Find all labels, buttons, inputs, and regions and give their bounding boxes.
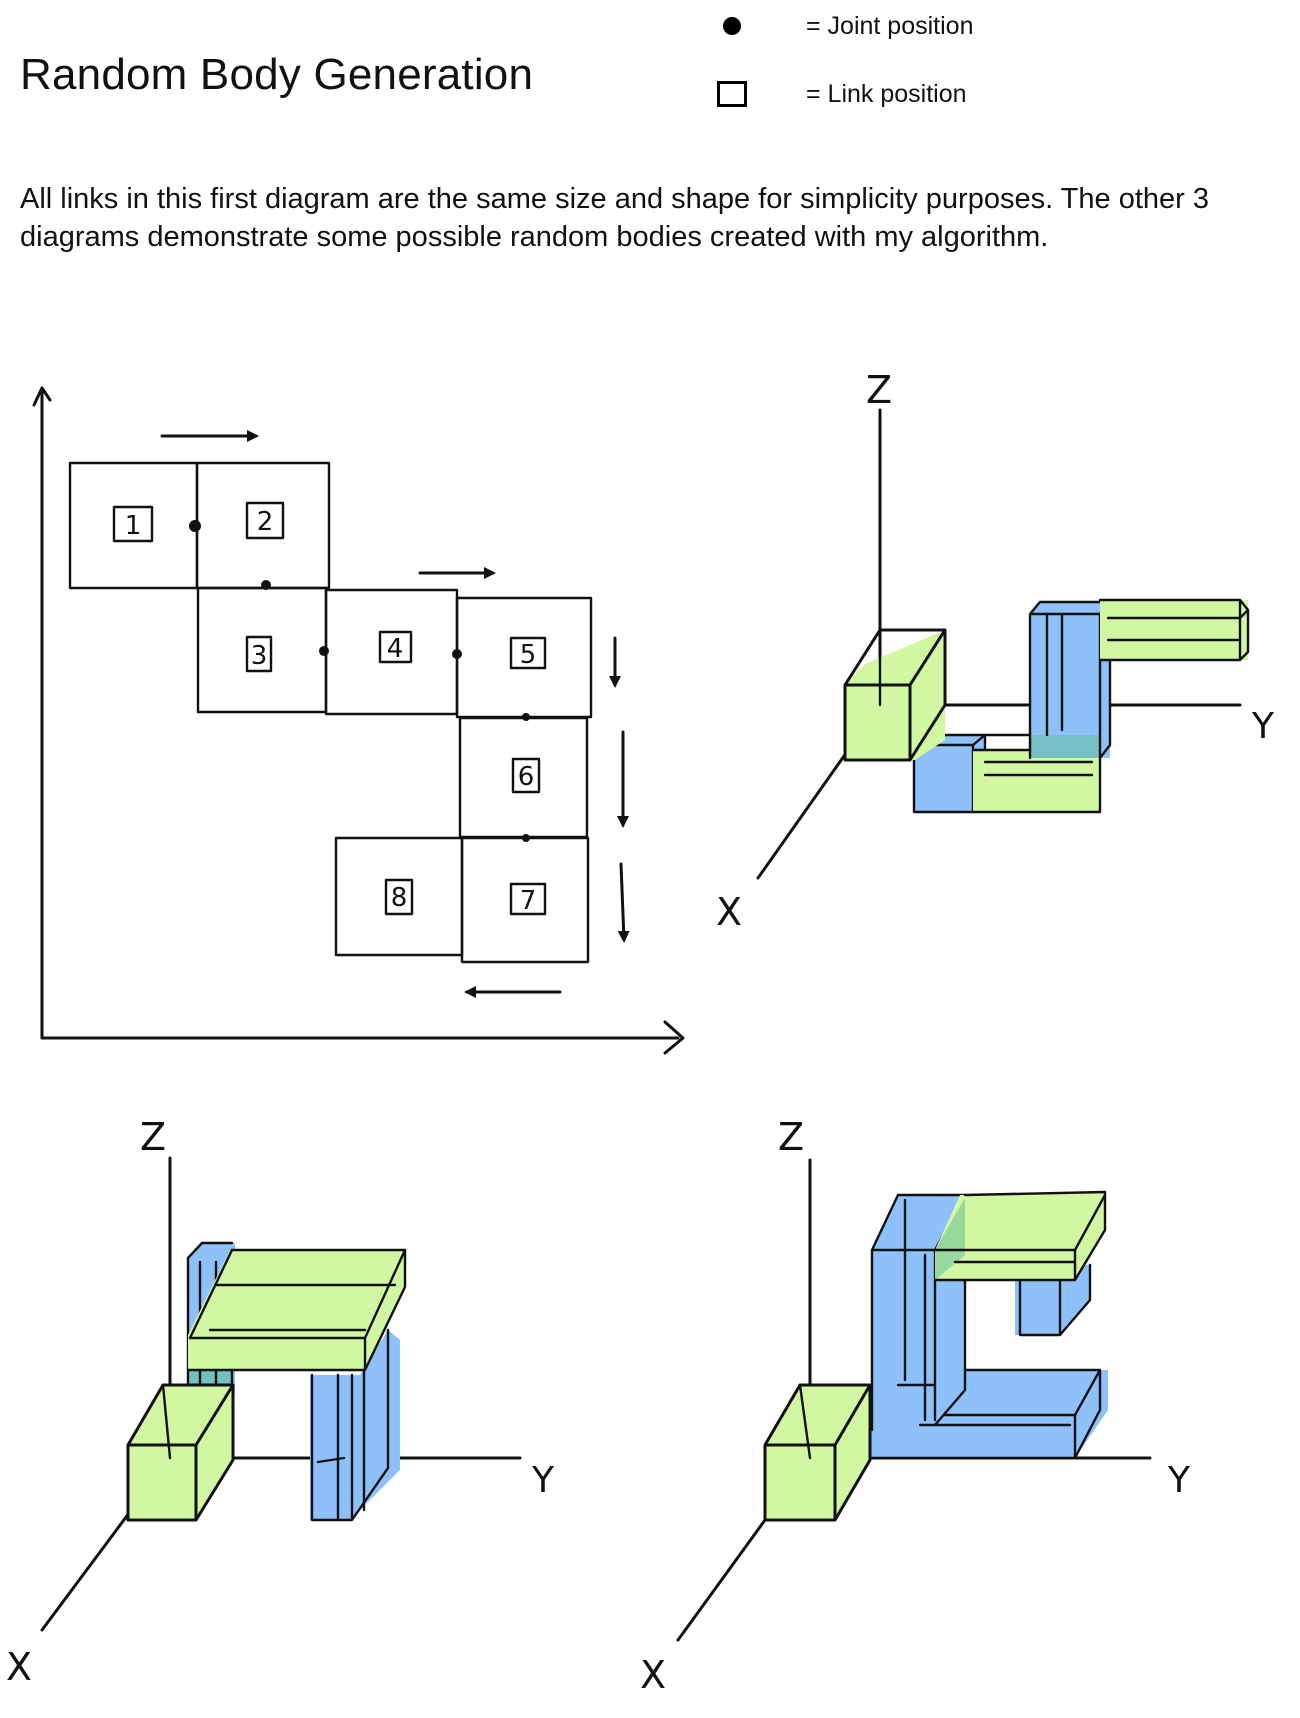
description: All links in this first diagram are the …	[20, 183, 1209, 253]
joint-5-6	[522, 713, 530, 721]
legend-link-label: = Link position	[806, 79, 967, 108]
cell-label-3: 3	[251, 641, 268, 671]
cell-label-2: 2	[257, 507, 274, 537]
block-b-green-slab	[186, 1248, 407, 1372]
x-axis-label-b: X	[6, 1645, 32, 1689]
z-axis-label-c: Z	[778, 1115, 804, 1159]
arrow-down-3	[617, 862, 630, 943]
cell-label-5: 5	[520, 640, 537, 670]
y-axis-label-a: Y	[1251, 706, 1275, 747]
direction-arrows	[160, 430, 630, 998]
cell-label-1: 1	[125, 511, 142, 541]
z-axis-label-a: Z	[866, 368, 892, 412]
block-c-blue-drop	[1015, 1263, 1092, 1337]
page-title: Random Body Generation	[20, 50, 534, 99]
joint-2-3	[261, 580, 271, 590]
cell-label-6: 6	[518, 762, 535, 792]
block-b-blue-pillar	[310, 1328, 400, 1522]
y-axis-label-c: Y	[1167, 1460, 1191, 1501]
block-c-green-arm	[933, 1190, 1107, 1282]
x-axis-2d-arrowhead	[663, 1020, 685, 1055]
legend-joint: = Joint position	[712, 6, 973, 46]
joint-dot-icon	[723, 17, 741, 35]
x-axis-label-c: X	[640, 1653, 666, 1697]
block-c-green-cube	[763, 1383, 872, 1522]
cell-label-7: 7	[520, 886, 537, 916]
grid-cells	[68, 461, 593, 964]
joint-1-2	[189, 520, 201, 532]
cell-label-4: 4	[387, 634, 404, 664]
diagram-3d-a: Z Y X	[716, 368, 1275, 934]
z-axis-label-b: Z	[140, 1115, 166, 1159]
diagram-3d-c: Z Y X	[640, 1115, 1191, 1697]
joint-6-7	[522, 834, 530, 842]
legend-joint-label: = Joint position	[806, 11, 974, 40]
x-axis-label-a: X	[716, 890, 742, 934]
legend-link: = Link position	[712, 74, 967, 114]
cell-label-8: 8	[391, 883, 408, 913]
cell-labels: 1 2 3 4 5 6 7 8	[112, 501, 547, 916]
link-square-icon	[717, 81, 747, 107]
diagram-3d-b: Z Y X	[6, 1115, 555, 1689]
cell-8	[334, 836, 464, 957]
block-a-green-cube	[843, 628, 947, 762]
y-axis-label-b: Y	[531, 1460, 555, 1501]
y-axis-2d-arrowhead	[32, 386, 52, 407]
block-b-green-cube	[126, 1383, 235, 1522]
diagram-2d: 1 2 3 4 5 6 7 8	[32, 386, 685, 1055]
block-a-green-top	[1098, 598, 1250, 662]
joint-3-4	[319, 646, 329, 656]
block-a-blue-vert	[1028, 600, 1112, 760]
joints	[189, 520, 530, 842]
joint-4-5	[452, 649, 462, 659]
